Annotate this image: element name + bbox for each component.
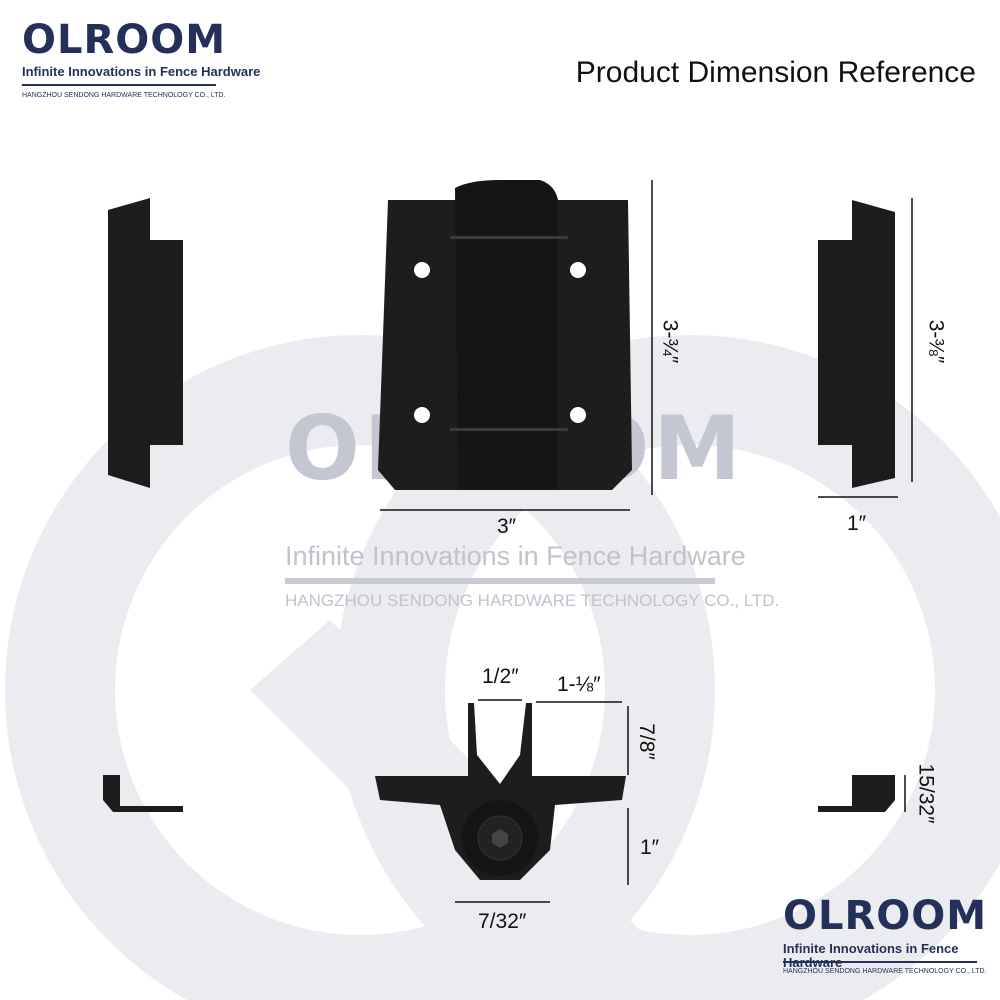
dimension-lines (380, 180, 913, 903)
brand-tagline: Infinite Innovations in Fence Hardware (22, 64, 261, 79)
dim-side-thickness: 15/32″ (914, 763, 938, 824)
footer-tagline: Infinite Innovations in Fence Hardware (783, 941, 959, 969)
dim-top-height: 7/8″ (634, 723, 658, 760)
front-view (378, 180, 632, 490)
dim-top-flange: 1-⅛″ (557, 673, 601, 696)
footer-company: HANGZHOU SENDONG HARDWARE TECHNOLOGY CO.… (783, 968, 987, 975)
watermark-tagline: Infinite Innovations in Fence Hardware (285, 541, 746, 571)
watermark-company: HANGZHOU SENDONG HARDWARE TECHNOLOGY CO.… (285, 591, 780, 610)
footer-rule (783, 961, 977, 963)
brand-company: HANGZHOU SENDONG HARDWARE TECHNOLOGY CO.… (22, 92, 226, 99)
dim-top-barrel: 1″ (640, 836, 660, 859)
left-bottom-view (103, 775, 183, 812)
dim-top-gap: 1/2″ (482, 665, 519, 688)
dim-front-width: 3″ (497, 515, 517, 538)
watermark-rule (285, 578, 715, 584)
brand-rule (22, 84, 216, 86)
right-side-view (818, 200, 895, 488)
left-side-view (108, 198, 183, 488)
dim-top-base: 7/32″ (478, 910, 527, 933)
brand-logo: OLROOM (22, 17, 227, 63)
top-view (375, 703, 626, 880)
dim-front-height: 3-¾″ (658, 319, 682, 364)
dim-side-height: 3-⅜″ (924, 319, 948, 364)
footer-logo: OLROOM (783, 893, 988, 939)
page-title: Product Dimension Reference (575, 56, 976, 89)
right-bottom-view (818, 775, 895, 812)
dim-side-depth: 1″ (847, 512, 867, 535)
